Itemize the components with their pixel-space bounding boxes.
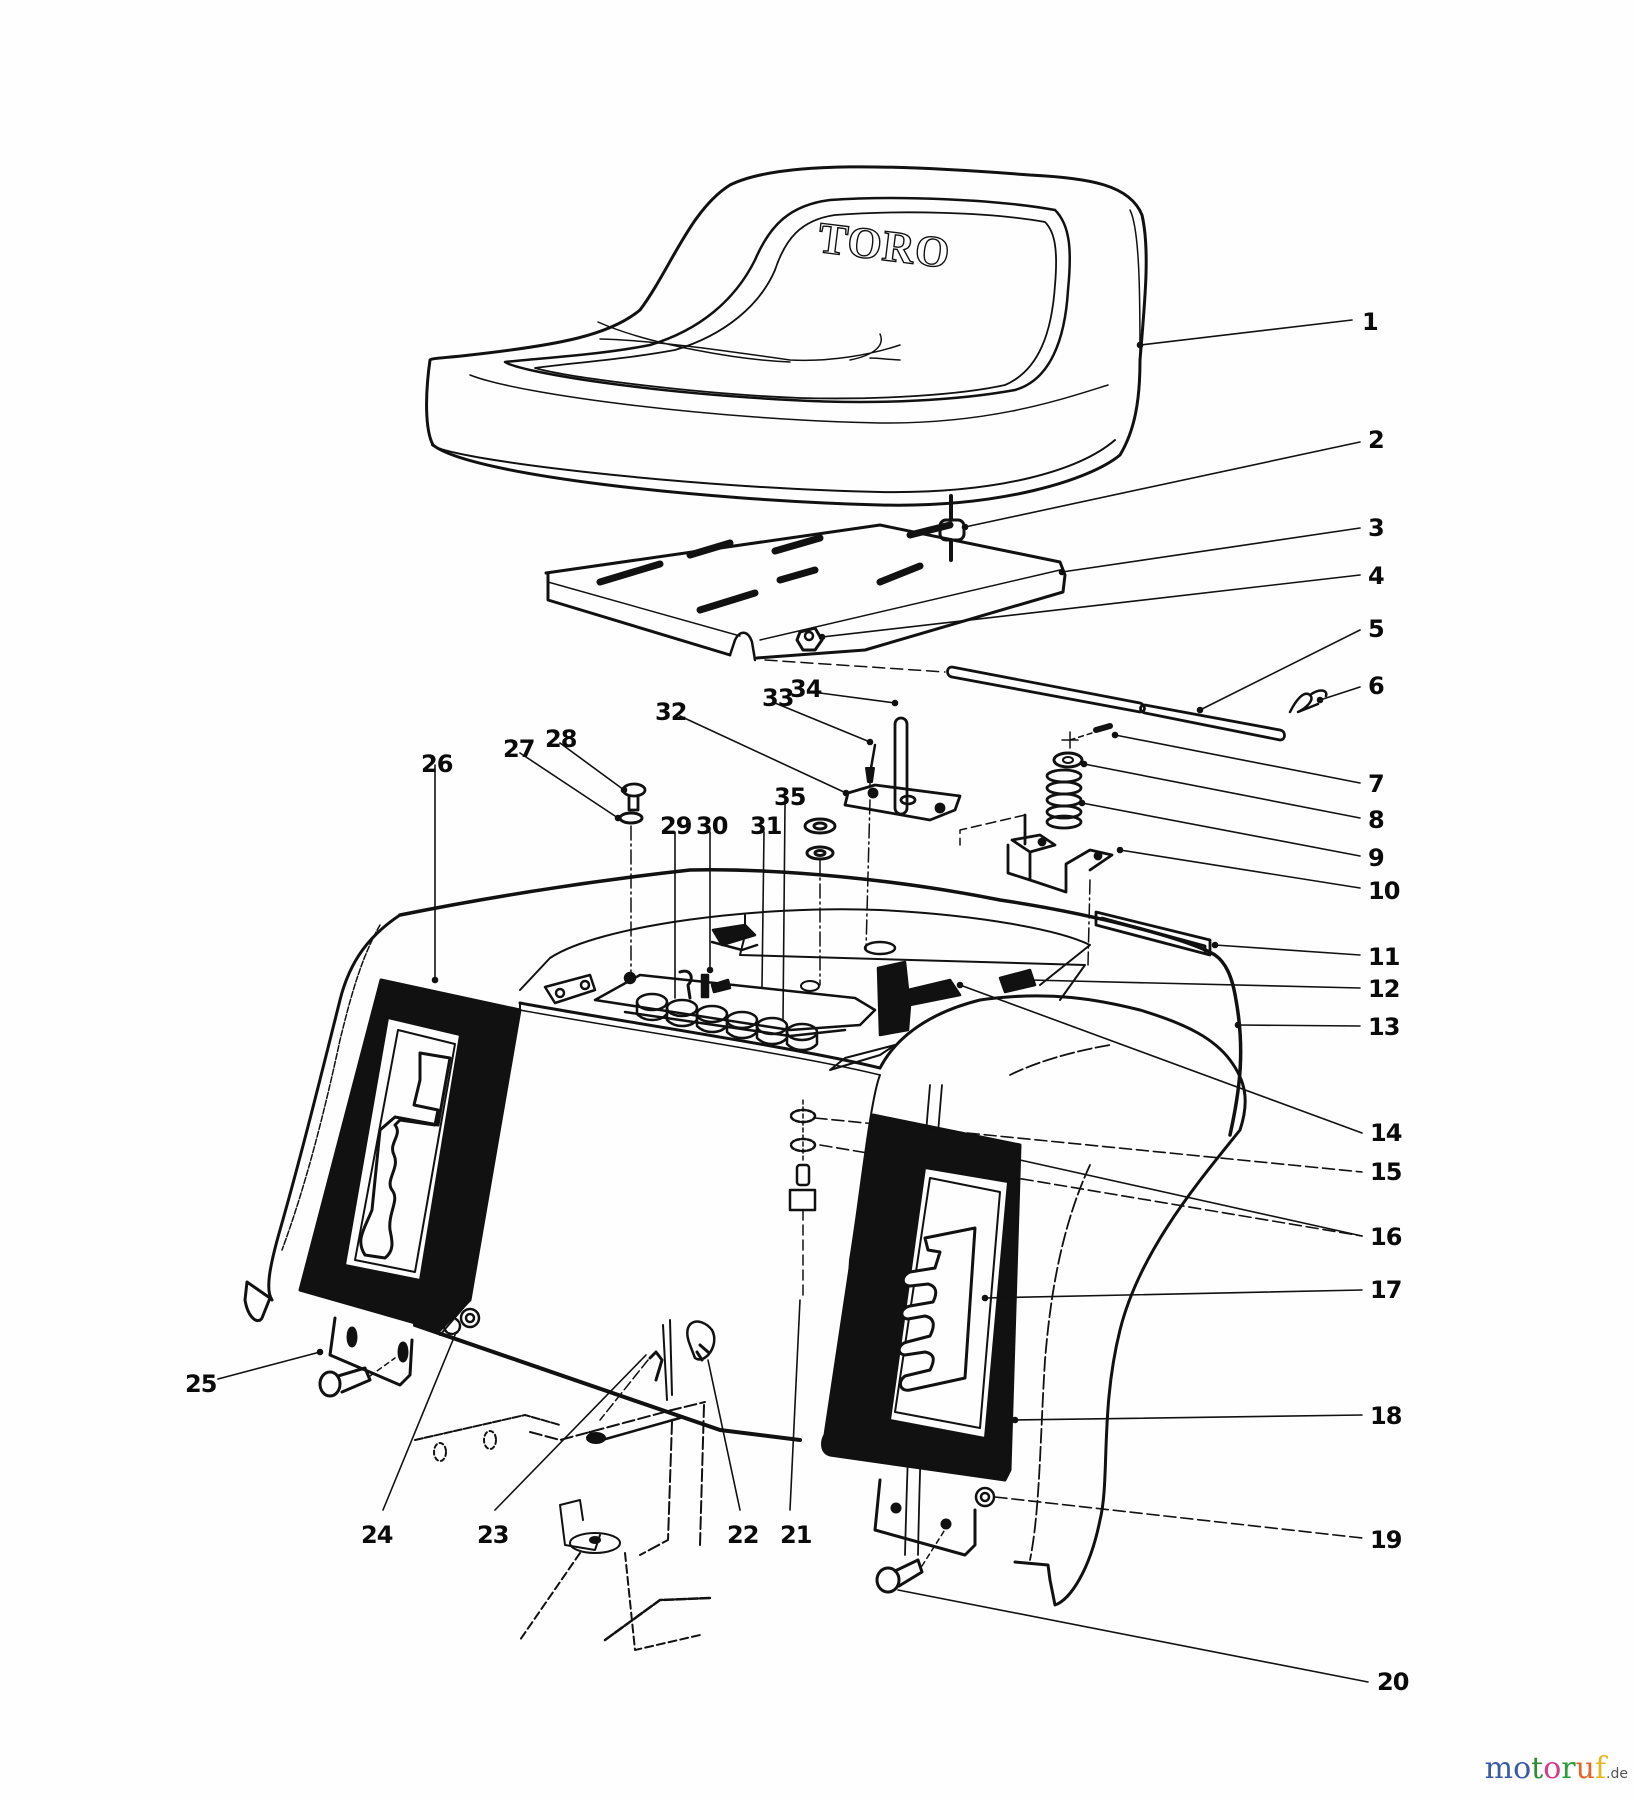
callout-18[interactable]: 18 [1370,1402,1402,1430]
callout-19[interactable]: 19 [1370,1526,1402,1554]
callout-24[interactable]: 24 [361,1521,393,1549]
left-nut-icon [442,1307,481,1336]
callout-34[interactable]: 34 [790,675,822,703]
spring-washer-icon [1052,751,1084,769]
left-mount-bracket-icon [328,1316,414,1387]
watermark-letter: r [1561,1751,1576,1786]
callout-30[interactable]: 30 [696,812,728,840]
callout-2[interactable]: 2 [1368,426,1385,454]
hairpin-clip-icon [1288,689,1328,714]
screw-icon [865,743,877,791]
callout-7[interactable]: 7 [1368,770,1385,798]
callout-29[interactable]: 29 [660,812,692,840]
watermark-letter: m [1484,1751,1514,1786]
rear-fender-body-icon [243,868,1247,1607]
compression-spring-icon [1045,768,1083,830]
watermark-letter: f [1594,1751,1607,1786]
callout-28[interactable]: 28 [545,725,577,753]
frame-bracket-icon [414,1319,716,1651]
callout-22[interactable]: 22 [727,1521,759,1549]
knob-row-icon [635,992,819,1052]
callout-5[interactable]: 5 [1368,615,1385,643]
spring-bracket-icon [959,813,1114,894]
watermark-letter: o [1543,1751,1562,1786]
callout-1[interactable]: 1 [1362,308,1379,336]
callout-27[interactable]: 27 [503,735,535,763]
console-washers-icon [803,817,837,861]
watermark-tld: .de [1606,1766,1628,1782]
callout-15[interactable]: 15 [1370,1158,1402,1186]
callout-16[interactable]: 16 [1370,1223,1402,1251]
clevis-pin-icon [1061,723,1113,749]
watermark-wordmark: motoruf [1485,1754,1606,1784]
watermark-letter: u [1575,1751,1595,1786]
callout-23[interactable]: 23 [477,1521,509,1549]
callout-33[interactable]: 33 [762,684,794,712]
callout-35[interactable]: 35 [774,783,806,811]
flat-washer-icon [618,811,644,825]
locknut-icon [795,626,824,652]
callout-11[interactable]: 11 [1368,943,1400,971]
console-bolt-stack-icon [788,1099,817,1301]
right-nut-icon [974,1486,996,1508]
hinge-rod-icon [764,659,1286,742]
callout-20[interactable]: 20 [1377,1668,1409,1696]
callout-13[interactable]: 13 [1368,1013,1400,1041]
leader-lines [217,319,1369,1683]
pivot-pin-icon [893,716,909,816]
left-bolt-icon [318,1357,396,1398]
left-shift-panel-icon [298,978,522,1332]
callout-26[interactable]: 26 [421,750,453,778]
decal-plate-icon [1094,910,1212,957]
callout-12[interactable]: 12 [1368,975,1400,1003]
callout-31[interactable]: 31 [750,812,782,840]
callout-25[interactable]: 25 [185,1370,217,1398]
watermark-letter: o [1513,1751,1532,1786]
right-shift-panel-icon [821,1113,1022,1482]
callout-9[interactable]: 9 [1368,844,1385,872]
callout-17[interactable]: 17 [1370,1276,1402,1304]
callout-8[interactable]: 8 [1368,806,1385,834]
callout-6[interactable]: 6 [1368,672,1385,700]
callout-10[interactable]: 10 [1368,877,1400,905]
callout-4[interactable]: 4 [1368,562,1385,590]
motoruf-watermark: motoruf.de [1485,1754,1628,1784]
console-controls-icon [543,923,1037,1071]
callout-14[interactable]: 14 [1370,1119,1402,1147]
callout-3[interactable]: 3 [1368,514,1385,542]
right-mount-bracket-icon [873,1478,977,1557]
watermark-letter: t [1531,1751,1544,1786]
right-bolt-icon [875,1527,947,1594]
callout-21[interactable]: 21 [780,1521,812,1549]
seat-icon [425,165,1148,507]
callout-32[interactable]: 32 [655,698,687,726]
assembly-center-lines [630,799,1091,986]
